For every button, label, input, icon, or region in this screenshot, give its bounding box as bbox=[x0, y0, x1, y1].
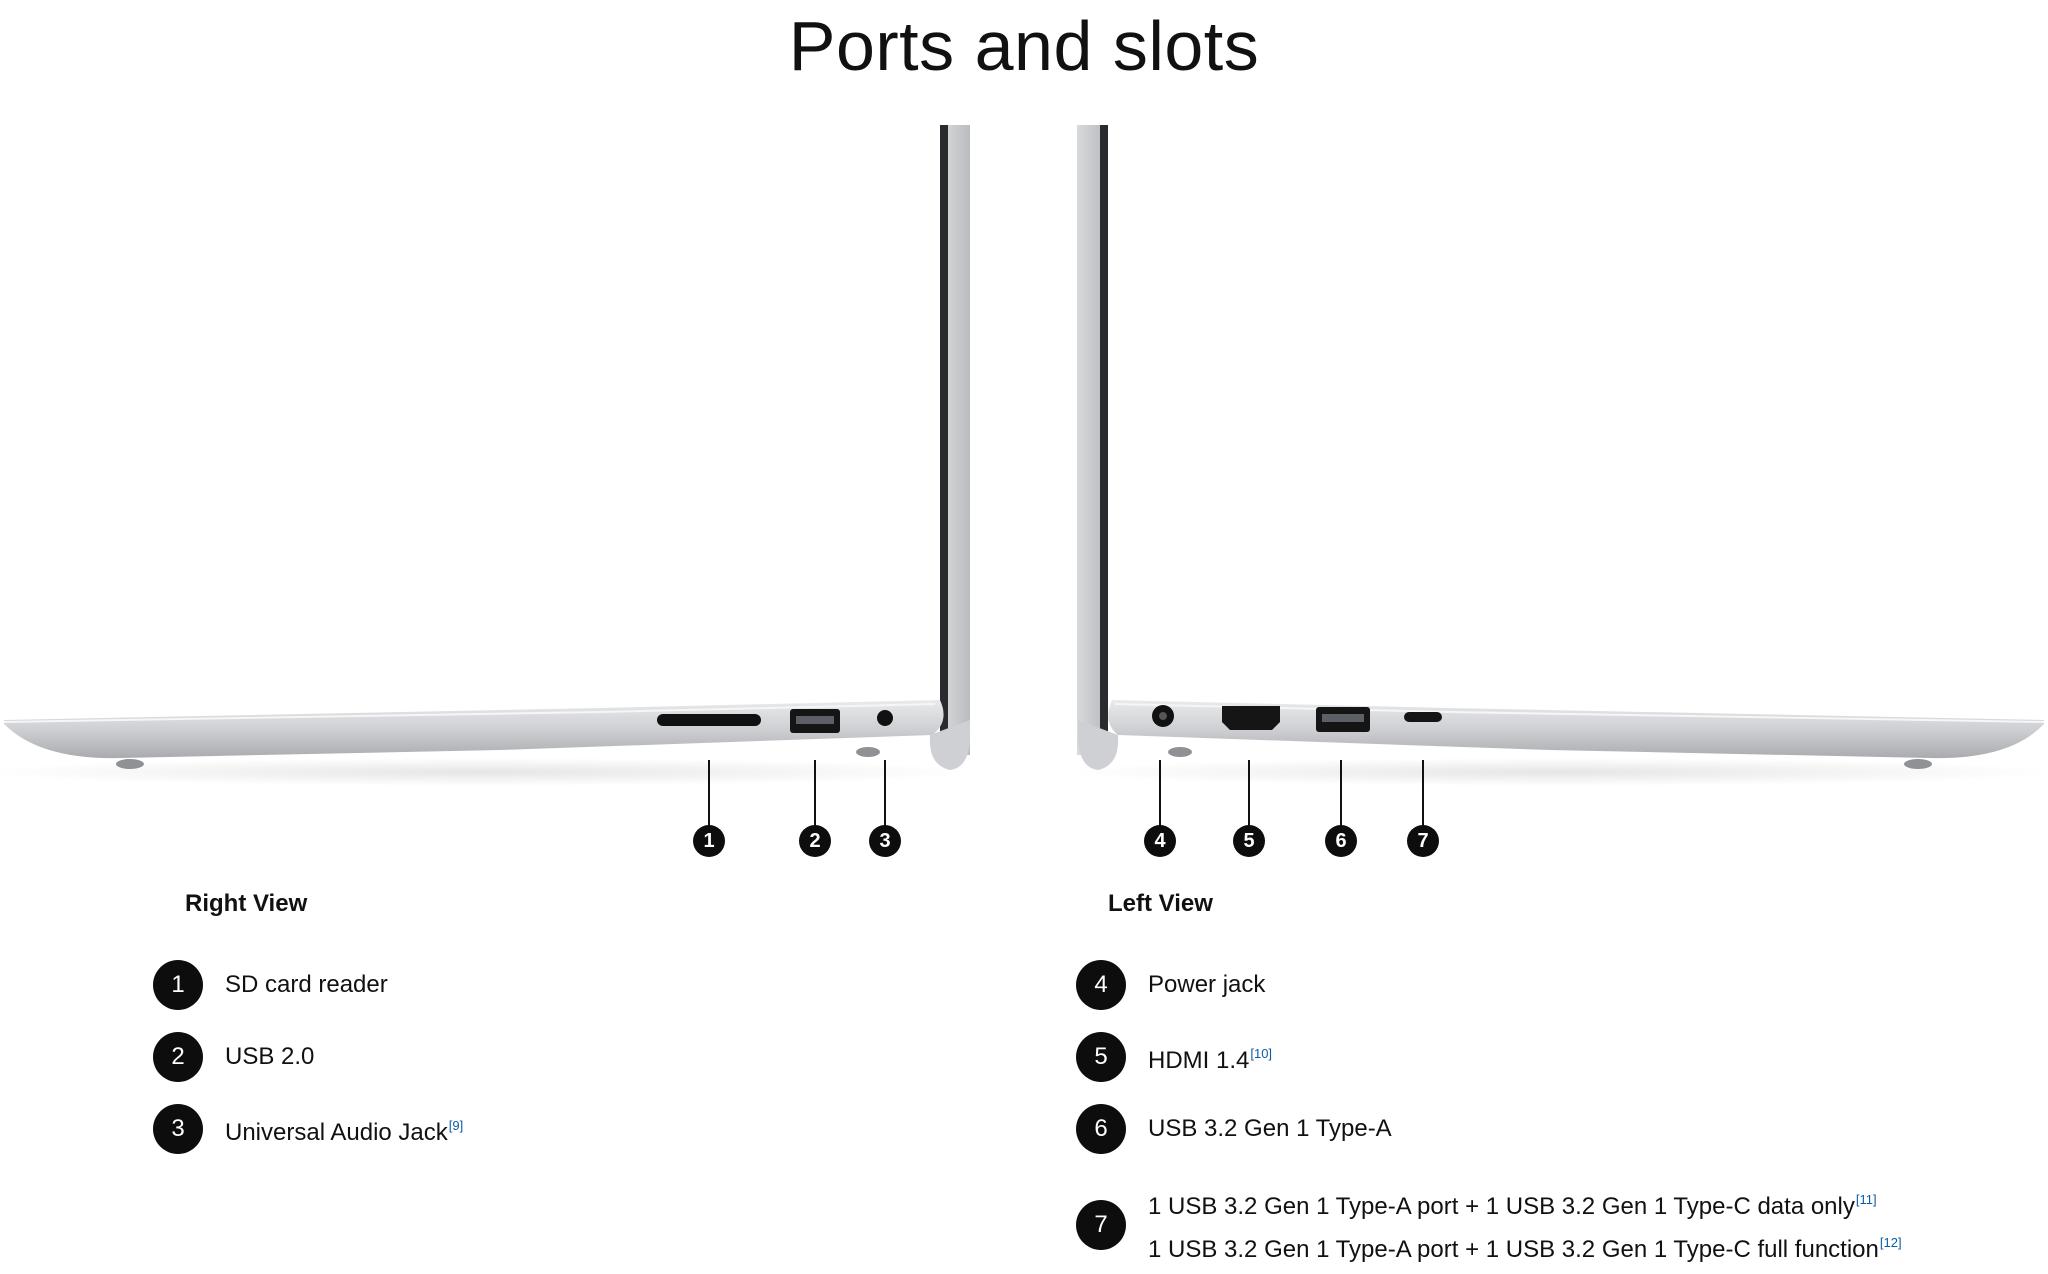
page-title: Ports and slots bbox=[788, 7, 1260, 85]
sd-card-reader-port bbox=[657, 714, 761, 726]
callout-2: 2 bbox=[799, 825, 831, 857]
callout-5: 5 bbox=[1233, 825, 1265, 857]
right-view-heading: Right View bbox=[185, 890, 308, 917]
reference-link[interactable]: [10] bbox=[1250, 1045, 1273, 1061]
reference-link[interactable]: [11] bbox=[1855, 1192, 1877, 1207]
item-label: Power jack bbox=[1148, 971, 1266, 998]
item-label: HDMI 1.4[10] bbox=[1148, 1045, 1273, 1074]
item-number-badge: 4 bbox=[1076, 960, 1126, 1010]
hdmi-port bbox=[1222, 706, 1280, 730]
audio-jack-port bbox=[877, 710, 893, 726]
list-item: 4 Power jack bbox=[1076, 960, 1265, 1010]
item-number-badge: 7 bbox=[1076, 1200, 1126, 1250]
item-number-badge: 5 bbox=[1076, 1032, 1126, 1082]
callout-6: 6 bbox=[1325, 825, 1357, 857]
item-label: USB 3.2 Gen 1 Type-A bbox=[1148, 1115, 1392, 1142]
right-view-laptop bbox=[0, 125, 980, 826]
item-number-badge: 1 bbox=[153, 960, 203, 1010]
list-item: 7 1 USB 3.2 Gen 1 Type-A port + 1 USB 3.… bbox=[1076, 1182, 1902, 1268]
callout-1: 1 bbox=[693, 825, 725, 857]
left-view-laptop bbox=[1060, 125, 2048, 826]
callout-7: 7 bbox=[1407, 825, 1439, 857]
item-number-badge: 2 bbox=[153, 1032, 203, 1082]
item-number-badge: 6 bbox=[1076, 1104, 1126, 1154]
reference-link[interactable]: [9] bbox=[448, 1117, 464, 1133]
callout-3: 3 bbox=[869, 825, 901, 857]
item-number-badge: 3 bbox=[153, 1104, 203, 1154]
item-label: SD card reader bbox=[225, 971, 388, 998]
list-item: 6 USB 3.2 Gen 1 Type-A bbox=[1076, 1104, 1392, 1154]
item-label: 1 USB 3.2 Gen 1 Type-A port + 1 USB 3.2 … bbox=[1148, 1192, 1902, 1263]
usb-type-c-port bbox=[1404, 712, 1442, 722]
left-view-heading: Left View bbox=[1108, 890, 1213, 917]
list-item: 1 SD card reader bbox=[153, 960, 388, 1010]
reference-link[interactable]: [12] bbox=[1879, 1235, 1902, 1250]
list-item: 5 HDMI 1.4[10] bbox=[1076, 1032, 1272, 1082]
item-label: USB 2.0 bbox=[225, 1043, 315, 1070]
list-item: 2 USB 2.0 bbox=[153, 1032, 314, 1082]
list-item: 3 Universal Audio Jack[9] bbox=[153, 1104, 463, 1154]
callout-4: 4 bbox=[1144, 825, 1176, 857]
item-label: Universal Audio Jack[9] bbox=[225, 1117, 464, 1146]
